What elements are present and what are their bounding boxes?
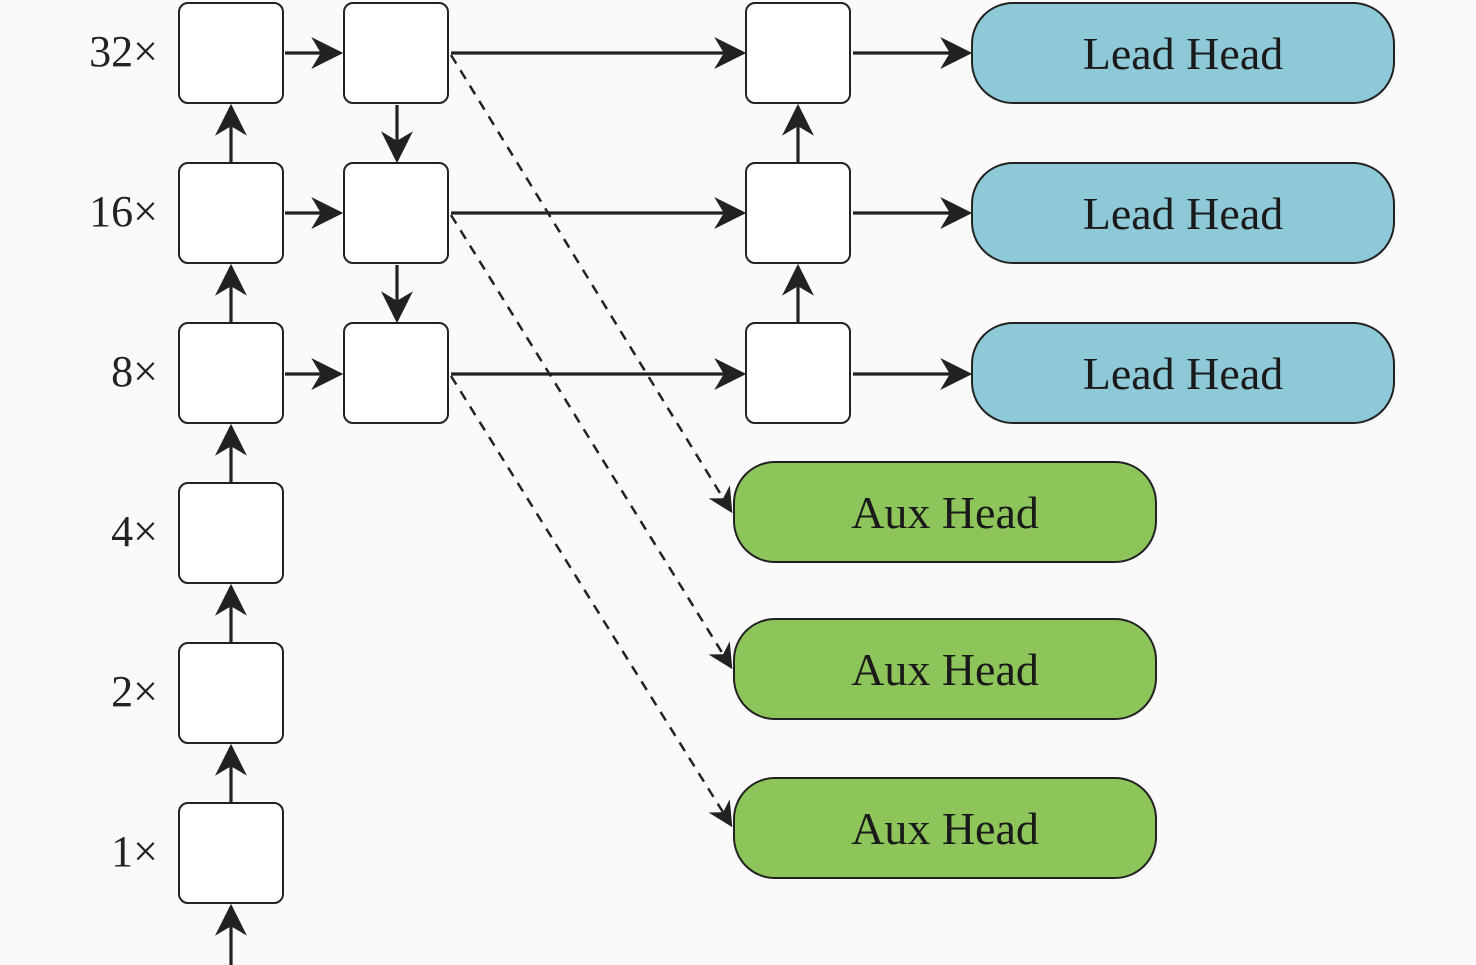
- backbone-node-2x: [178, 642, 284, 744]
- pan-node-16x: [745, 162, 851, 264]
- backbone-node-4x: [178, 482, 284, 584]
- backbone-node-32x: [178, 2, 284, 104]
- lead-head-label: Lead Head: [1082, 187, 1284, 239]
- lead-head-8x: Lead Head: [971, 322, 1395, 424]
- backbone-node-8x: [178, 322, 284, 424]
- neck-node-8x: [343, 322, 449, 424]
- lead-head-label: Lead Head: [1082, 27, 1284, 79]
- scale-label-8x: 8×: [111, 347, 158, 396]
- scale-label-1x: 1×: [111, 827, 158, 876]
- scale-label-16x: 16×: [89, 187, 158, 236]
- aux-head-3: Aux Head: [733, 777, 1157, 879]
- aux-head-2: Aux Head: [733, 618, 1157, 720]
- pan-node-8x: [745, 322, 851, 424]
- backbone-node-1x: [178, 802, 284, 904]
- aux-head-1: Aux Head: [733, 461, 1157, 563]
- dashed-arrow-neck-8-to-aux: [449, 375, 733, 828]
- scale-label-2x: 2×: [111, 667, 158, 716]
- aux-head-label: Aux Head: [851, 802, 1039, 854]
- pan-node-32x: [745, 2, 851, 104]
- scale-label-32x: 32×: [89, 27, 158, 76]
- lead-head-16x: Lead Head: [971, 162, 1395, 264]
- aux-head-label: Aux Head: [851, 486, 1039, 538]
- aux-head-label: Aux Head: [851, 643, 1039, 695]
- backbone-node-16x: [178, 162, 284, 264]
- lead-head-label: Lead Head: [1082, 347, 1284, 399]
- lead-head-32x: Lead Head: [971, 2, 1395, 104]
- neck-node-32x: [343, 2, 449, 104]
- scale-label-4x: 4×: [111, 507, 158, 556]
- neck-node-16x: [343, 162, 449, 264]
